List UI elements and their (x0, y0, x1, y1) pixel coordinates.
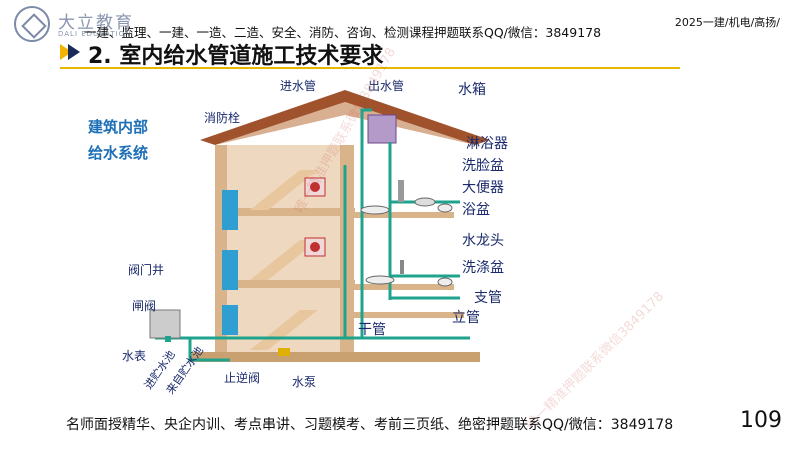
toilet-fixture (437, 203, 453, 213)
bathtub-fixture (360, 205, 390, 215)
label-outlet-pipe: 出水管 (368, 78, 404, 93)
toilet-fixture-2 (437, 277, 453, 287)
logo-name: 大立教育 (58, 13, 134, 33)
right-wall (340, 145, 354, 360)
stair-upper (250, 170, 318, 210)
label-washbasin: 洗脸盆 (462, 158, 504, 174)
logo-icon (14, 6, 50, 42)
label-branch-pipe: 支管 (474, 290, 502, 306)
slide-title: 2. 室内给水管道施工技术要求 (88, 44, 384, 69)
diagram-heading-line1: 建筑内部 (88, 118, 148, 136)
roof-underside (215, 102, 475, 145)
label-toilet: 大便器 (462, 180, 504, 196)
bay-floor-1 (354, 312, 464, 318)
label-sink: 洗涤盆 (462, 260, 504, 276)
logo-subtitle: DALI EDUCATION (58, 30, 132, 38)
bay-floor-2 (354, 284, 454, 290)
window (222, 190, 238, 230)
roof (200, 90, 490, 145)
title-arrow-icon-dark (68, 44, 80, 60)
meter-icon (165, 336, 171, 342)
hydrant-icon (310, 182, 320, 192)
sink-fixture (365, 275, 395, 285)
floor-3 (215, 208, 355, 216)
window (222, 250, 238, 290)
label-faucet: 水龙头 (462, 233, 504, 249)
label-main-pipe: 干管 (358, 322, 386, 338)
label-hydrant: 消防栓 (204, 110, 240, 125)
window (222, 305, 238, 335)
pump-icon (278, 348, 290, 356)
label-water-meter: 水表 (122, 349, 146, 363)
label-check-valve: 止逆阀 (224, 370, 260, 385)
label-riser: 立管 (452, 310, 480, 326)
floor-2 (215, 280, 355, 288)
label-bathtub: 浴盆 (462, 202, 490, 218)
water-supply-diagram: 建筑内部 给水系统 (88, 78, 508, 397)
label-gate-valve: 闸阀 (132, 299, 156, 313)
page-number: 109 (740, 408, 782, 433)
label-pump: 水泵 (292, 375, 316, 389)
valve-well (149, 309, 181, 339)
diagram-heading-line2: 给水系统 (88, 144, 148, 162)
course-tag: 2025一建/机电/高扬/ (674, 16, 780, 29)
stair-ground (250, 310, 318, 350)
logo: 大立教育 DALI EDUCATION (14, 6, 184, 44)
title-underline (60, 67, 680, 69)
footer-contact: 名师面授精华、央企内训、考点串讲、习题模考、考前三页纸、绝密押题联系QQ/微信：… (66, 417, 674, 433)
hydrant-icon (310, 242, 320, 252)
label-valve-well: 阀门井 (128, 262, 164, 277)
ground-floor (190, 352, 480, 362)
contact-banner: 一建、监理、一建、一造、二造、安全、消防、咨询、检测课程押题联系QQ/微信：38… (84, 25, 602, 40)
washbasin-fixture (414, 197, 436, 207)
shower-fixture (398, 180, 404, 202)
stair-lower (250, 240, 318, 280)
water-tank (367, 114, 397, 144)
bay-floor-3 (354, 212, 454, 218)
inlet-pipe (360, 108, 372, 338)
label-shower: 淋浴器 (466, 136, 508, 152)
label-water-tank: 水箱 (458, 82, 486, 98)
label-inlet-pipe: 进水管 (280, 78, 316, 93)
faucet-fixture (400, 260, 404, 274)
